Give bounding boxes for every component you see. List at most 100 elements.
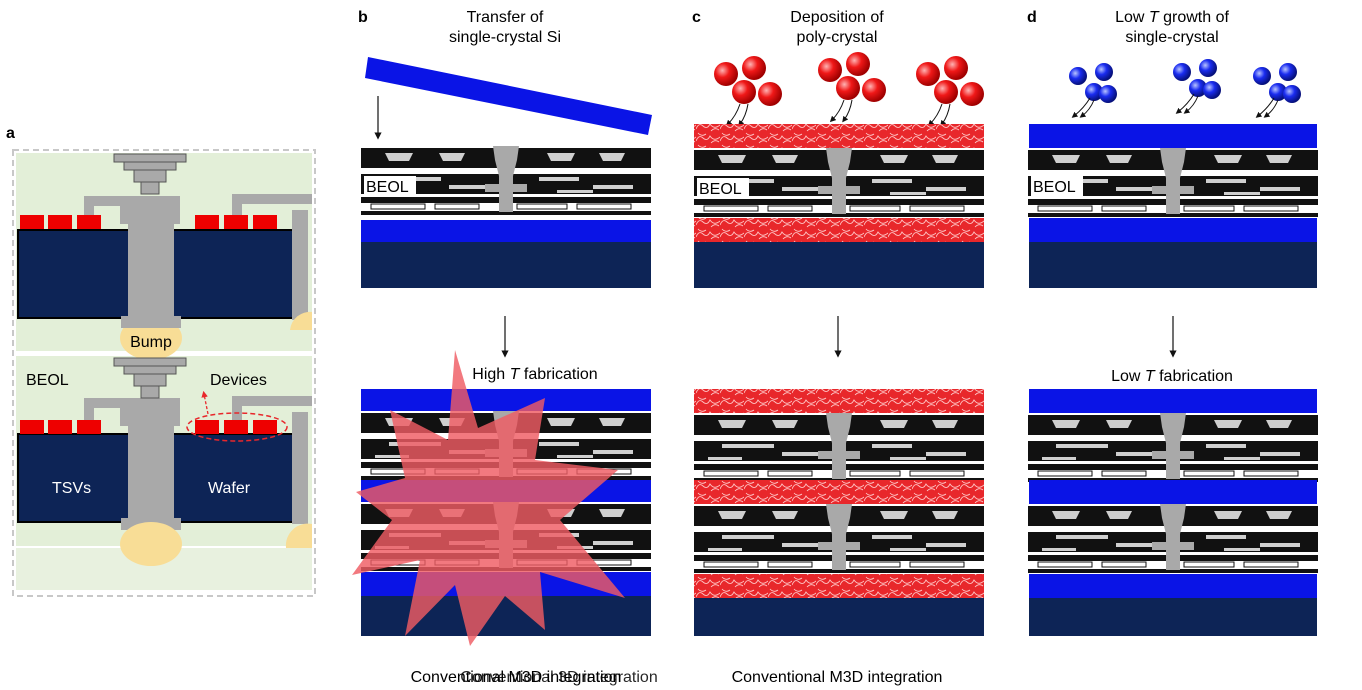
bond-pad-2 xyxy=(123,161,177,171)
upper-tsv-trace xyxy=(84,196,132,206)
panel-a-letter: a xyxy=(6,125,15,142)
beol-label-bg xyxy=(697,178,749,198)
beol-label-b: BEOL xyxy=(366,179,409,196)
poly-crystal-layer xyxy=(694,124,984,148)
panel-b-caption: Conventional M3D integration xyxy=(411,669,622,686)
device-block xyxy=(48,420,72,434)
poly-precursor-cluster xyxy=(714,56,782,124)
beol-stack xyxy=(693,503,985,577)
beol-label-c: BEOL xyxy=(699,181,742,198)
bond-pad-4 xyxy=(140,181,160,195)
tsvs-label: TSVs xyxy=(52,480,91,497)
lower-trace-drop xyxy=(84,398,94,420)
panel-c-title-line1: Deposition of xyxy=(790,9,884,26)
single-crystal-layer xyxy=(1029,218,1317,242)
device-block xyxy=(20,420,44,434)
lower-via-pad xyxy=(120,398,180,426)
poly-crystal-layer xyxy=(694,574,984,598)
lower-trace xyxy=(84,398,132,408)
transferred-si-layer xyxy=(365,57,652,135)
beol-label-bg xyxy=(364,176,416,196)
beol-label-a: BEOL xyxy=(26,372,69,389)
si-device-layer xyxy=(361,220,651,242)
beol-stack xyxy=(1027,503,1319,577)
panel-c: c Deposition of poly-crystal BEOL Conven… xyxy=(692,9,985,686)
panel-b-letter: b xyxy=(358,9,368,26)
panel-d-title-line2: single-crystal xyxy=(1125,29,1218,46)
panel-c-title-line2: poly-crystal xyxy=(797,29,878,46)
device-block xyxy=(195,420,219,434)
single-crystal-layer xyxy=(1029,480,1317,504)
thermal-damage-explosion xyxy=(352,350,625,646)
single-crystal-layer xyxy=(1029,124,1317,148)
wafer-base xyxy=(361,596,651,636)
right-bump-partial xyxy=(285,523,312,548)
beol-stack xyxy=(693,412,985,486)
lower-right-tsv xyxy=(292,412,308,524)
panel-b-caption-overlap: Conventional 3D integration xyxy=(460,669,657,686)
upper-via-pad xyxy=(120,196,180,224)
beol-label-bg xyxy=(1031,176,1083,196)
panel-c-caption: Conventional M3D integration xyxy=(732,669,943,686)
bond-pad-2 xyxy=(123,365,177,375)
high-t-fabrication-label: High T fabrication xyxy=(472,366,597,383)
panel-b: b Transfer of single-crystal Si BEOL Hig… xyxy=(352,9,658,686)
poly-precursor-cluster xyxy=(916,56,984,124)
device-block xyxy=(224,215,248,229)
device-block xyxy=(253,420,277,434)
bond-pad-3 xyxy=(133,373,167,387)
panel-d-title-line1: Low T growth of xyxy=(1115,9,1229,26)
device-block xyxy=(224,420,248,434)
upper-bump-pad xyxy=(121,316,181,328)
upper-right-drop xyxy=(232,194,242,218)
beol-label-d: BEOL xyxy=(1033,179,1076,196)
lower-right-drop xyxy=(232,396,242,420)
device-block xyxy=(77,215,101,229)
upper-right-trace xyxy=(232,194,312,204)
beol-stack xyxy=(1027,412,1319,486)
devices-highlight-ellipse xyxy=(186,412,288,442)
panel-c-letter: c xyxy=(692,9,701,26)
lower-tsv xyxy=(128,418,174,526)
device-block xyxy=(77,420,101,434)
panel-d-letter: d xyxy=(1027,9,1037,26)
single-crystal-precursor-cluster xyxy=(1069,63,1117,116)
poly-crystal-layer xyxy=(694,218,984,242)
bond-pad-4 xyxy=(140,385,160,399)
single-crystal-precursor-cluster xyxy=(1173,59,1221,112)
upper-trace-drop xyxy=(84,196,94,218)
si-device-layer xyxy=(361,389,651,411)
poly-precursor-cluster xyxy=(818,52,886,120)
device-block xyxy=(195,215,219,229)
poly-crystal-layer xyxy=(694,480,984,504)
bump-label: Bump xyxy=(130,334,172,351)
wafer-base xyxy=(694,598,984,636)
devices-pointer-arrow xyxy=(201,390,209,415)
wafer-base xyxy=(1029,242,1317,288)
lower-right-trace xyxy=(232,396,312,406)
panel-d: d Low T growth of single-crystal BEOL Lo… xyxy=(1027,9,1319,636)
wafer-label: Wafer xyxy=(208,480,251,497)
low-t-fabrication-label: Low T fabrication xyxy=(1111,368,1233,385)
wafer-base xyxy=(694,242,984,288)
device-block xyxy=(48,215,72,229)
panel-b-title-line1: Transfer of xyxy=(467,9,544,26)
device-block xyxy=(20,215,44,229)
upper-right-tsv xyxy=(292,210,308,320)
single-crystal-layer xyxy=(1029,574,1317,598)
panel-a: a Bump xyxy=(6,125,316,597)
wafer-base xyxy=(1029,598,1317,636)
upper-tsv xyxy=(128,215,174,323)
right-bump-partial xyxy=(290,311,312,330)
lower-bump xyxy=(120,522,182,566)
poly-crystal-layer xyxy=(694,389,984,413)
panel-b-title-line2: single-crystal Si xyxy=(449,29,561,46)
wafer-base xyxy=(361,242,651,288)
single-crystal-layer xyxy=(1029,389,1317,413)
bond-pad-top xyxy=(113,153,187,163)
bond-pad-3 xyxy=(133,169,167,183)
device-block xyxy=(253,215,277,229)
bond-pad-top xyxy=(113,357,187,367)
single-crystal-precursor-cluster xyxy=(1253,63,1301,116)
